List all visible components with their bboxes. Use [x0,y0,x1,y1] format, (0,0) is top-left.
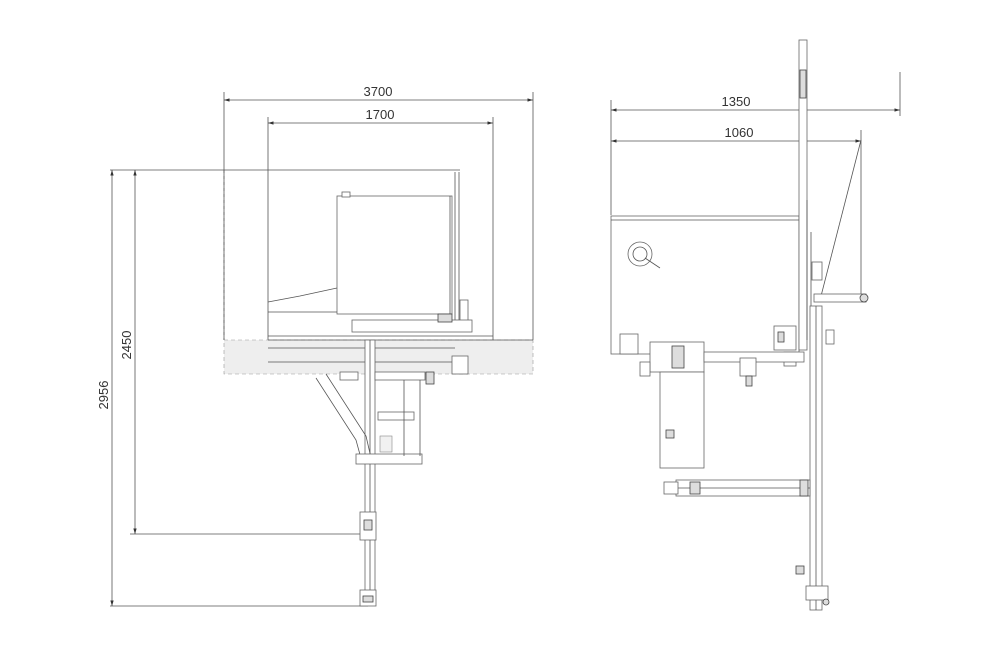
dim-label-1060: 1060 [725,125,754,140]
plan-view: 3700 1700 2450 2956 [96,84,534,607]
side-view: 1350 1060 [610,39,901,611]
side-machine-housing [610,215,800,355]
work-zone [223,339,534,375]
lower-support-box [659,371,705,469]
handwheel [813,293,867,303]
machine-housing [336,195,453,315]
dim-label-1350: 1350 [722,94,751,109]
dim-label-2450: 2450 [119,331,134,360]
dim-label-1700: 1700 [366,107,395,122]
vertical-mast [798,39,808,351]
sliding-table [351,319,473,333]
dim-label-3700: 3700 [364,84,393,99]
dim-label-2956: 2956 [96,381,111,410]
saw-motor [627,241,653,267]
